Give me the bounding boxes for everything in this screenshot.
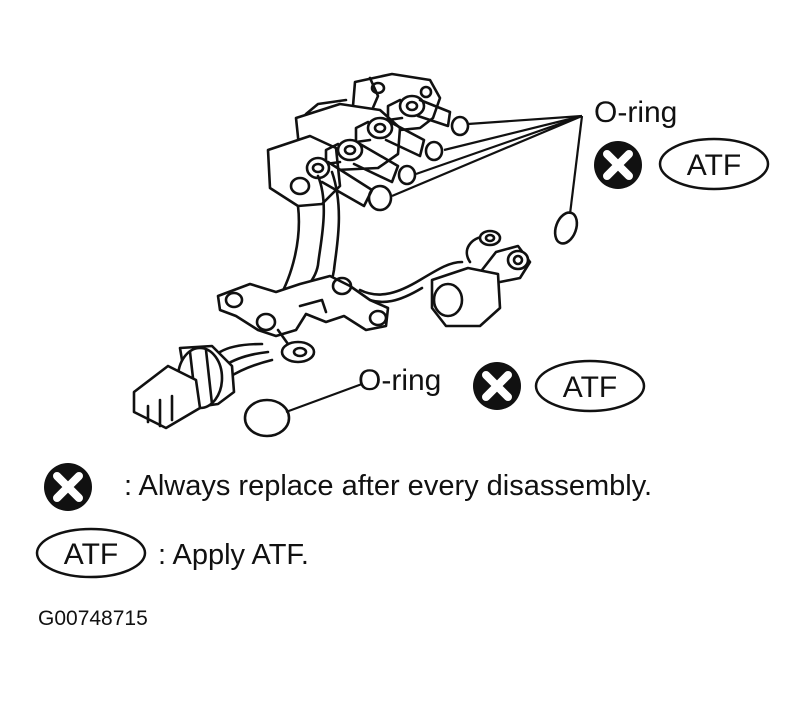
replace-icon (473, 362, 521, 410)
legend-atf-text: : Apply ATF. (158, 539, 309, 571)
legend-replace-text: : Always replace after every disassembly… (124, 470, 652, 502)
top-o-ring-label: O-ring (594, 96, 677, 129)
figure-id: G00748715 (38, 607, 148, 630)
o-ring (243, 398, 291, 438)
bottom-atf-badge: ATF (563, 371, 617, 404)
top-o-ring-callout: O-ring ATF (594, 96, 770, 189)
bottom-o-ring-label: O-ring (358, 364, 441, 397)
solenoid-valve-assembly (132, 72, 579, 438)
legend: : Always replace after every disassembly… (35, 463, 652, 579)
legend-atf-badge: ATF (64, 538, 118, 571)
o-ring (450, 115, 470, 137)
o-ring (367, 184, 393, 212)
leader-lines (285, 114, 584, 414)
bottom-o-ring-callout: O-ring ATF (358, 361, 646, 411)
o-ring (397, 164, 417, 186)
replace-icon (594, 141, 642, 189)
replace-icon (44, 463, 92, 511)
top-atf-badge: ATF (687, 149, 741, 182)
o-ring (553, 211, 579, 245)
o-ring (424, 140, 444, 162)
